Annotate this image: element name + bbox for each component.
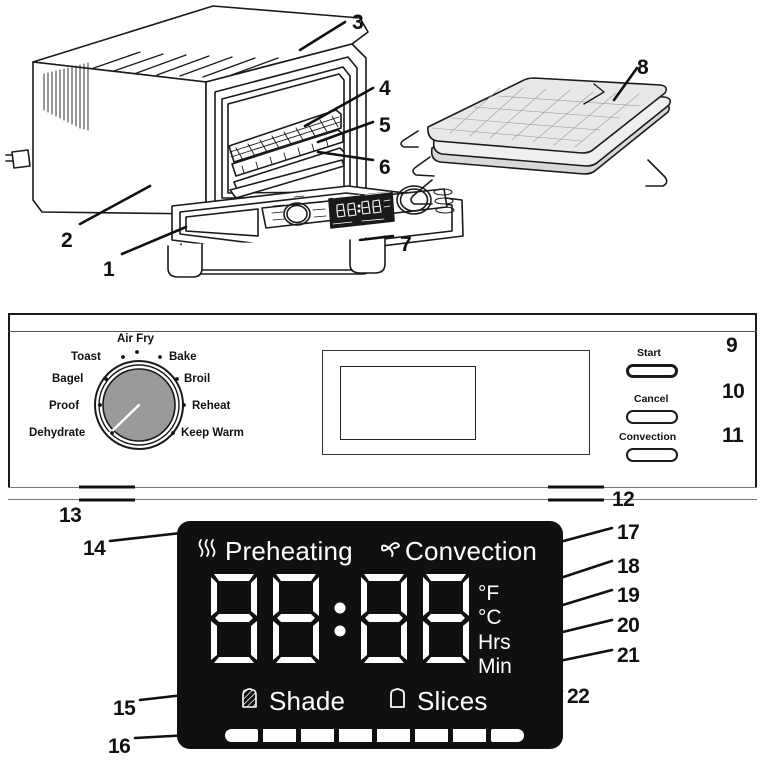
toast-outline-icon bbox=[386, 687, 409, 715]
start-button-label: Start bbox=[637, 347, 661, 359]
progress-segment bbox=[415, 729, 448, 742]
callout-number-11: 11 bbox=[722, 424, 744, 447]
callout-number-10: 10 bbox=[722, 380, 745, 403]
dial-label-dehydrate[interactable]: Dehydrate bbox=[29, 427, 86, 439]
dial-label-air-fry[interactable]: Air Fry bbox=[117, 333, 155, 345]
unit-indicators: °F °C Hrs Min bbox=[478, 582, 512, 681]
progress-segment bbox=[377, 729, 410, 742]
callout-number-2: 2 bbox=[61, 229, 73, 252]
progress-segment bbox=[225, 729, 258, 742]
cancel-button[interactable] bbox=[626, 410, 678, 424]
function-dial-graphic bbox=[94, 360, 184, 450]
dial-label-toast[interactable]: Toast bbox=[71, 351, 101, 363]
callout-number-21: 21 bbox=[617, 644, 640, 667]
dial-label-bake[interactable]: Bake bbox=[169, 351, 197, 363]
callout-number-1: 1 bbox=[103, 258, 115, 281]
convection-button-label: Convection bbox=[619, 431, 677, 443]
callout-number-6: 6 bbox=[379, 156, 391, 179]
callout-number-15: 15 bbox=[113, 697, 136, 720]
dial-label-keep-warm[interactable]: Keep Warm bbox=[181, 427, 244, 439]
callout-number-9: 9 bbox=[726, 334, 738, 357]
callout-number-22: 22 bbox=[567, 685, 590, 708]
control-panel-top-divider bbox=[8, 331, 757, 332]
progress-bar bbox=[225, 729, 524, 742]
callout-number-18: 18 bbox=[617, 555, 640, 578]
minutes-indicator: Min bbox=[478, 655, 512, 679]
callout-number-17: 17 bbox=[617, 521, 640, 544]
celsius-indicator: °C bbox=[478, 606, 502, 630]
callout-number-3: 3 bbox=[352, 11, 364, 34]
preheating-indicator: Preheating bbox=[194, 535, 353, 566]
slices-label: Slices bbox=[417, 686, 488, 716]
callout-number-19: 19 bbox=[617, 584, 640, 607]
callout-number-20: 20 bbox=[617, 614, 640, 637]
convection-label: Convection bbox=[405, 535, 538, 566]
callout-number-12: 12 bbox=[612, 488, 635, 511]
convection-button[interactable] bbox=[626, 448, 678, 462]
callout-number-16: 16 bbox=[108, 735, 131, 758]
callout-number-4: 4 bbox=[379, 77, 391, 100]
cancel-button-label: Cancel bbox=[634, 393, 669, 405]
progress-segment bbox=[453, 729, 486, 742]
progress-segment bbox=[263, 729, 296, 742]
control-panel-bottom-strip bbox=[8, 487, 757, 500]
panel-display-screen bbox=[340, 366, 476, 440]
progress-segment bbox=[491, 729, 524, 742]
preheating-label: Preheating bbox=[225, 535, 353, 566]
dial-label-proof[interactable]: Proof bbox=[49, 400, 80, 412]
lcd-display: Preheating Convection bbox=[177, 521, 563, 749]
fan-icon bbox=[376, 535, 402, 566]
callout-number-8: 8 bbox=[637, 56, 649, 79]
toast-hatched-icon bbox=[238, 687, 261, 715]
dial-label-reheat[interactable]: Reheat bbox=[192, 400, 231, 412]
slices-indicator: Slices bbox=[386, 687, 488, 715]
panel-display-bezel bbox=[322, 350, 590, 455]
callout-number-5: 5 bbox=[379, 114, 391, 137]
fahrenheit-indicator: °F bbox=[478, 582, 500, 605]
start-button[interactable] bbox=[626, 364, 678, 378]
shade-indicator: Shade bbox=[238, 687, 345, 715]
dial-label-broil[interactable]: Broil bbox=[184, 373, 211, 385]
heat-waves-icon bbox=[194, 535, 220, 566]
callout-number-14: 14 bbox=[83, 537, 106, 560]
convection-indicator: Convection bbox=[376, 535, 537, 566]
seven-segment-digits bbox=[211, 574, 469, 663]
hours-indicator: Hrs bbox=[478, 630, 511, 654]
progress-segment bbox=[301, 729, 334, 742]
progress-segment bbox=[339, 729, 372, 742]
dial-label-bagel[interactable]: Bagel bbox=[52, 373, 84, 385]
shade-label: Shade bbox=[269, 686, 346, 716]
callout-number-13: 13 bbox=[59, 504, 82, 527]
callout-number-7: 7 bbox=[400, 233, 412, 256]
